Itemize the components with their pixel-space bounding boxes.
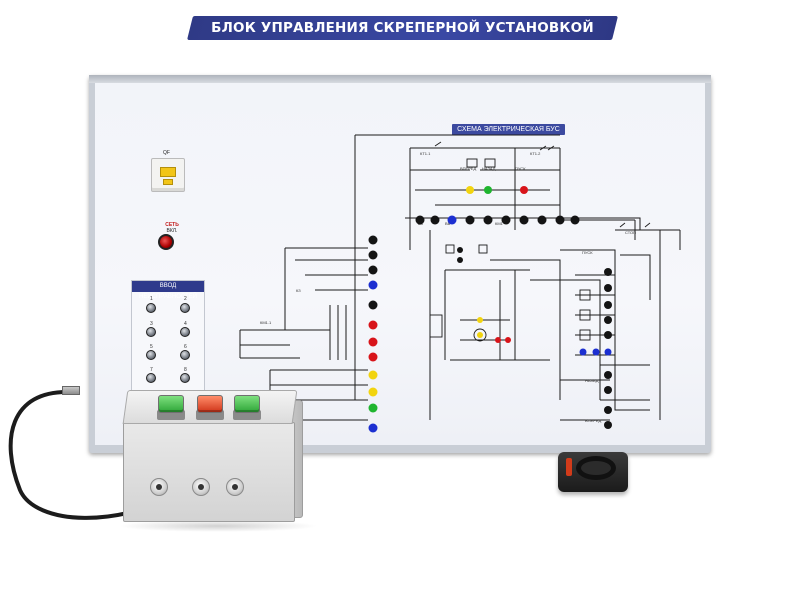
socket-top-8 (537, 215, 547, 225)
lamp-label-top: СЕТЬ (165, 222, 179, 228)
breaker-label: QF (163, 150, 170, 156)
cable-gland-2 (192, 478, 210, 496)
cable-gland-1 (150, 478, 168, 496)
switch-number-6: 6 (184, 344, 187, 350)
socket-top-3 (447, 215, 457, 225)
socket-top-5 (483, 215, 493, 225)
circuit-breaker[interactable] (151, 158, 185, 192)
button-base-1 (157, 410, 185, 420)
svg-text:НАЗАД: НАЗАД (482, 166, 496, 171)
left-socket-column (368, 235, 378, 433)
breaker-lever-lower (163, 179, 173, 185)
led-start (520, 186, 528, 194)
schema-label: СХЕМА ЭЛЕКТРИЧЕСКАЯ БУС (452, 124, 565, 135)
schematic-contacts (429, 141, 651, 342)
board-title: БЛОК УПРАВЛЕНИЯ СКРЕПЕРНОЙ УСТАНОВКОЙ (211, 20, 594, 36)
switch-number-8: 8 (184, 367, 187, 373)
backward-push-button[interactable] (234, 395, 260, 413)
gland-hole (198, 484, 204, 490)
box-shadow (118, 520, 318, 532)
svg-text:КМ1.1: КМ1.1 (260, 320, 272, 325)
center-sockets (457, 247, 511, 343)
switch-number-4: 4 (184, 321, 187, 327)
switch-number-1: 1 (150, 296, 153, 302)
fault-panel-title: ВВОД НЕИСПРАВНОСТЕЙ (132, 281, 204, 300)
svg-text:ВПЕРЕД: ВПЕРЕД (585, 418, 602, 423)
schematic-wires (239, 134, 681, 421)
indicator-leds (466, 186, 528, 194)
stop-push-button[interactable] (197, 395, 223, 413)
cable-gland-3 (226, 478, 244, 496)
led-forward (466, 186, 474, 194)
clamp-meter (558, 452, 628, 492)
right-socket-column (579, 268, 612, 429)
switch-number-2: 2 (184, 296, 187, 302)
svg-text:КМ1: КМ1 (495, 221, 504, 226)
top-socket-row (415, 215, 580, 225)
socket-top-4 (465, 215, 475, 225)
fault-switch-3[interactable] (146, 327, 156, 337)
forward-push-button[interactable] (158, 395, 184, 413)
switch-number-5: 5 (150, 344, 153, 350)
button-base-3 (233, 410, 261, 420)
gland-hole (156, 484, 162, 490)
fault-switch-5[interactable] (146, 350, 156, 360)
socket-top-9 (555, 215, 565, 225)
switch-number-7: 7 (150, 367, 153, 373)
fault-switch-6[interactable] (180, 350, 190, 360)
svg-text:НАЗАД: НАЗАД (585, 378, 599, 383)
fault-switch-4[interactable] (180, 327, 190, 337)
gland-hole (232, 484, 238, 490)
svg-text:ПУСК: ПУСК (515, 166, 526, 171)
fault-switch-8[interactable] (180, 373, 190, 383)
socket-top-10 (570, 215, 580, 225)
svg-text:КЗ: КЗ (296, 288, 301, 293)
svg-text:ВВ: ВВ (445, 221, 451, 226)
lamp-label: СЕТЬ ВКЛ. (160, 222, 184, 234)
svg-text:ВПЕРЕД: ВПЕРЕД (460, 166, 477, 171)
svg-text:СТОП: СТОП (625, 230, 636, 235)
switch-number-3: 3 (150, 321, 153, 327)
socket-top-2 (430, 215, 440, 225)
board-title-band: БЛОК УПРАВЛЕНИЯ СКРЕПЕРНОЙ УСТАНОВКОЙ (187, 16, 618, 40)
fault-switch-2[interactable] (180, 303, 190, 313)
button-base-2 (196, 410, 224, 420)
fault-switch-7[interactable] (146, 373, 156, 383)
svg-text:КТ1.1: КТ1.1 (420, 151, 431, 156)
clamp-meter-jaw (576, 456, 616, 480)
power-indicator-lamp (158, 234, 174, 250)
svg-text:ПУСК: ПУСК (582, 250, 593, 255)
breaker-lever[interactable] (160, 167, 176, 177)
socket-top-1 (415, 215, 425, 225)
control-box-front (123, 422, 295, 522)
board-top-rail (89, 75, 711, 83)
cable-connector (62, 386, 80, 395)
clamp-meter-accent (566, 458, 572, 476)
socket-top-7 (519, 215, 529, 225)
svg-text:КТ1.2: КТ1.2 (530, 151, 541, 156)
socket-top-6 (501, 215, 511, 225)
led-back (484, 186, 492, 194)
fault-switch-1[interactable] (146, 303, 156, 313)
lamp-label-bottom: ВКЛ. (166, 228, 178, 234)
